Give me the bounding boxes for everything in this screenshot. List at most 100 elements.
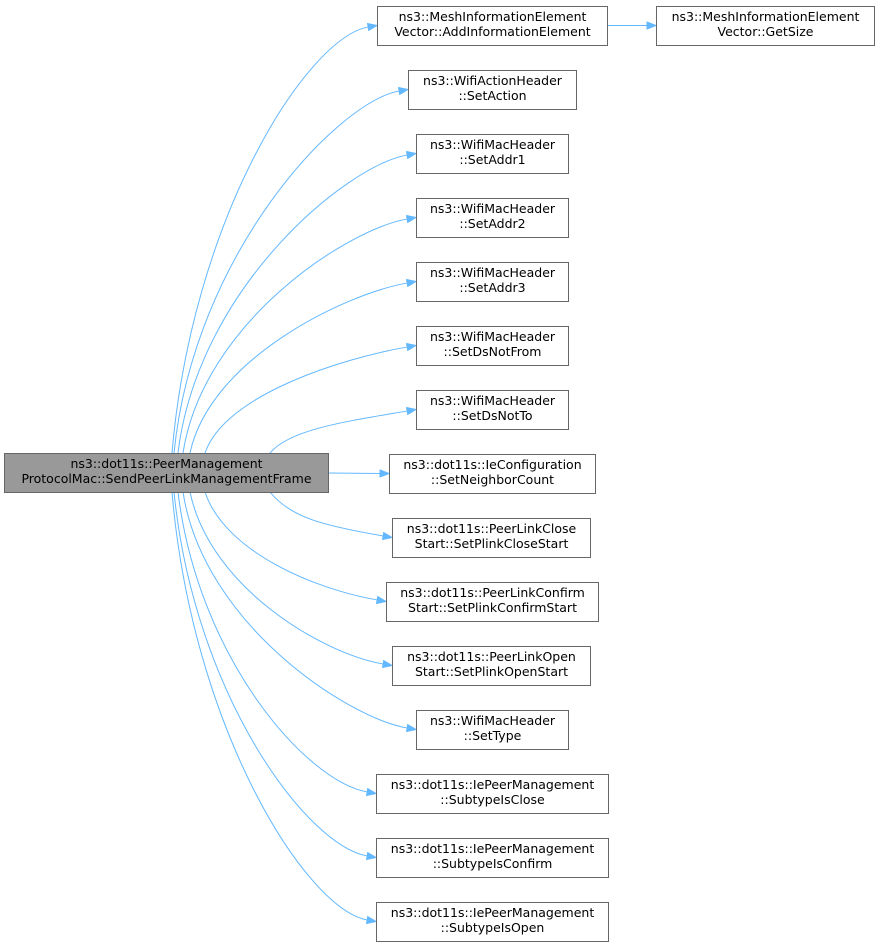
- node-box: [416, 198, 569, 238]
- node-label-line: ns3::WifiMacHeader: [430, 201, 556, 216]
- node-label-line: ns3::dot11s::PeerManagement: [70, 456, 262, 471]
- function-node-set-addr2[interactable]: ns3::WifiMacHeader::SetAddr2: [416, 198, 569, 238]
- call-edge-root-to-set_plink_close: [269, 491, 384, 537]
- node-label-line: ns3::WifiActionHeader: [423, 73, 563, 88]
- function-node-set-type[interactable]: ns3::WifiMacHeader::SetType: [416, 710, 569, 750]
- node-label-line: ::SubtypeIsClose: [440, 792, 545, 807]
- node-label-line: ::SubtypeIsConfirm: [433, 856, 553, 871]
- call-edge-root-to-set_addr1: [177, 154, 408, 454]
- arrowhead-subtype_open: [365, 915, 378, 925]
- node-box: [656, 6, 875, 46]
- function-node-set-ds-not-from[interactable]: ns3::WifiMacHeader::SetDsNotFrom: [416, 326, 569, 366]
- call-edge-root-to-subtype_open: [171, 491, 368, 921]
- call-edge-root-to-set_type: [182, 491, 408, 729]
- function-node-get-size[interactable]: ns3::MeshInformationElementVector::GetSi…: [656, 6, 875, 46]
- function-node-set-action[interactable]: ns3::WifiActionHeader::SetAction: [408, 70, 577, 110]
- node-box: [377, 6, 608, 46]
- function-node-subtype-confirm[interactable]: ns3::dot11s::IePeerManagement::SubtypeIs…: [376, 838, 609, 878]
- node-label-line: ns3::WifiMacHeader: [430, 329, 556, 344]
- function-node-set-addr3[interactable]: ns3::WifiMacHeader::SetAddr3: [416, 262, 569, 302]
- node-label-line: ns3::dot11s::PeerLinkOpen: [407, 649, 576, 664]
- node-box: [416, 710, 569, 750]
- function-node-set-ds-not-to[interactable]: ns3::WifiMacHeader::SetDsNotTo: [416, 390, 569, 430]
- function-node-set-neighbor-count[interactable]: ns3::dot11s::IeConfiguration::SetNeighbo…: [389, 454, 596, 494]
- node-label-line: ns3::dot11s::IePeerManagement: [391, 841, 595, 856]
- function-node-set-plink-confirm[interactable]: ns3::dot11s::PeerLinkConfirmStart::SetPl…: [386, 582, 599, 622]
- node-label-line: Start::SetPlinkOpenStart: [415, 664, 568, 679]
- arrowhead-set_neighbor_count: [379, 469, 391, 478]
- node-label-line: Vector::GetSize: [718, 24, 814, 39]
- function-node-subtype-close[interactable]: ns3::dot11s::IePeerManagement::SubtypeIs…: [376, 774, 609, 814]
- arrowhead-subtype_confirm: [365, 851, 378, 861]
- node-box: [389, 454, 596, 494]
- call-graph-nodes: ns3::dot11s::PeerManagementProtocolMac::…: [4, 6, 875, 942]
- node-box: [376, 902, 609, 942]
- node-label-line: ns3::WifiMacHeader: [430, 265, 556, 280]
- arrowhead-set_ds_not_from: [405, 342, 418, 352]
- node-label-line: ProtocolMac::SendPeerLinkManagementFrame: [21, 471, 311, 486]
- node-label-line: ::SetAction: [458, 88, 526, 103]
- arrowhead-set_plink_open: [381, 659, 394, 669]
- call-edge-root-to-subtype_confirm: [173, 491, 368, 857]
- node-label-line: ns3::MeshInformationElement: [399, 9, 587, 24]
- arrowhead-set_action: [397, 86, 410, 96]
- node-label-line: Start::SetPlinkConfirmStart: [408, 600, 577, 615]
- arrowhead-set_addr1: [405, 150, 418, 160]
- node-label-line: Vector::AddInformationElement: [394, 24, 590, 39]
- call-edge-root-to-add_ie: [171, 26, 369, 454]
- node-label-line: ::SubtypeIsOpen: [441, 920, 545, 935]
- arrowhead-set_plink_confirm: [375, 595, 388, 605]
- call-edge-root-to-set_plink_open: [189, 491, 384, 665]
- node-box: [376, 774, 609, 814]
- node-box: [376, 838, 609, 878]
- function-node-set-addr1[interactable]: ns3::WifiMacHeader::SetAddr1: [416, 134, 569, 174]
- node-label-line: ns3::dot11s::IePeerManagement: [391, 905, 595, 920]
- call-edge-root-to-set_addr3: [189, 282, 408, 454]
- node-box: [416, 262, 569, 302]
- call-edge-root-to-set_action: [173, 90, 400, 454]
- node-label-line: ::SetDsNotFrom: [444, 344, 542, 359]
- node-box: [4, 453, 329, 493]
- node-label-line: ::SetType: [464, 728, 522, 743]
- arrowhead-subtype_close: [365, 787, 378, 797]
- arrowhead-set_type: [405, 723, 418, 733]
- node-box: [386, 582, 599, 622]
- node-label-line: ns3::WifiMacHeader: [430, 393, 556, 408]
- node-label-line: ::SetAddr1: [459, 152, 525, 167]
- arrowhead-set_addr3: [405, 278, 418, 288]
- node-box: [392, 646, 591, 686]
- arrowhead-set_plink_close: [381, 531, 394, 541]
- call-edge-root-to-subtype_close: [177, 491, 368, 793]
- call-edge-root-to-set_addr2: [182, 218, 408, 454]
- node-label-line: ns3::dot11s::IeConfiguration: [403, 457, 581, 472]
- arrowhead-add_ie: [366, 22, 379, 32]
- node-label-line: ::SetAddr2: [459, 216, 525, 231]
- node-label-line: ns3::dot11s::PeerLinkClose: [407, 521, 577, 536]
- call-edge-root-to-set_neighbor_count: [327, 472, 381, 474]
- function-node-set-plink-open[interactable]: ns3::dot11s::PeerLinkOpenStart::SetPlink…: [392, 646, 591, 686]
- node-label-line: ns3::dot11s::PeerLinkConfirm: [400, 585, 585, 600]
- node-box: [416, 390, 569, 430]
- call-edge-root-to-set_ds_not_to: [269, 410, 408, 454]
- node-box: [416, 134, 569, 174]
- function-node-add-ie[interactable]: ns3::MeshInformationElementVector::AddIn…: [377, 6, 608, 46]
- arrowhead-set_addr2: [405, 214, 418, 224]
- call-graph-edges: [171, 21, 658, 925]
- node-box: [416, 326, 569, 366]
- function-node-subtype-open[interactable]: ns3::dot11s::IePeerManagement::SubtypeIs…: [376, 902, 609, 942]
- root-function-node[interactable]: ns3::dot11s::PeerManagementProtocolMac::…: [4, 453, 329, 493]
- node-box: [408, 70, 577, 110]
- node-label-line: Start::SetPlinkCloseStart: [415, 536, 569, 551]
- node-box: [392, 518, 591, 558]
- function-node-set-plink-close[interactable]: ns3::dot11s::PeerLinkCloseStart::SetPlin…: [392, 518, 591, 558]
- node-label-line: ns3::dot11s::IePeerManagement: [391, 777, 595, 792]
- node-label-line: ::SetAddr3: [459, 280, 525, 295]
- node-label-line: ::SetDsNotTo: [452, 408, 532, 423]
- arrowhead-set_ds_not_to: [405, 406, 418, 416]
- call-edge-root-to-set_ds_not_from: [204, 346, 408, 454]
- node-label-line: ns3::WifiMacHeader: [430, 137, 556, 152]
- node-label-line: ::SetNeighborCount: [431, 472, 554, 487]
- node-label-line: ns3::WifiMacHeader: [430, 713, 556, 728]
- arrowhead-get_size: [646, 21, 658, 30]
